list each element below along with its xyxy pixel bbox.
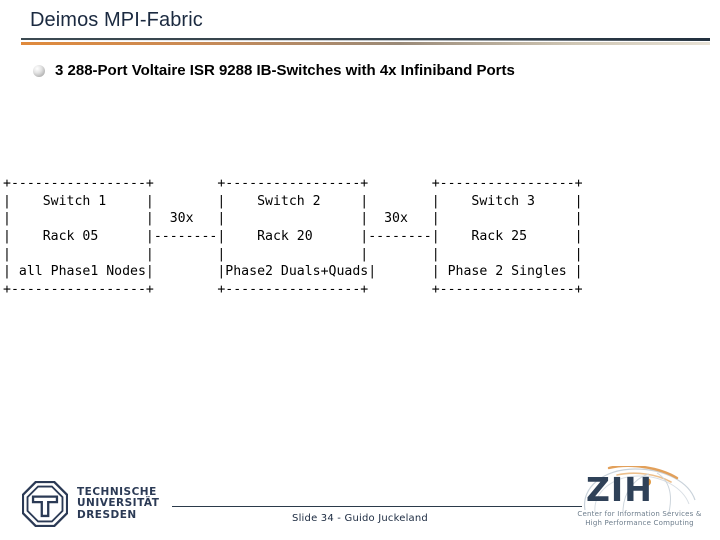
- zih-logo: ZIH Center for Information Services & Hi…: [573, 466, 705, 532]
- sphere-bullet-icon: [33, 65, 45, 77]
- zih-tagline-line-2: High Performance Computing: [585, 519, 694, 527]
- tu-dresden-wordmark: TECHNISCHE UNIVERSITÄT DRESDEN: [77, 485, 160, 522]
- title-divider: [21, 38, 710, 46]
- bullet-list-item: 3 288-Port Voltaire ISR 9288 IB-Switches…: [33, 62, 515, 80]
- page-title: Deimos MPI-Fabric: [30, 9, 203, 31]
- zih-tagline-line-1: Center for Information Services &: [577, 510, 702, 518]
- zih-swoosh-icon: [583, 466, 696, 513]
- title-divider-navy-shadow: [21, 40, 710, 41]
- footer-slide-credit: Slide 34 - Guido Juckeland: [292, 513, 428, 524]
- mpi-fabric-ascii-diagram: +-----------------+ +-----------------+ …: [3, 176, 583, 297]
- tud-line-3: DRESDEN: [77, 508, 137, 521]
- tu-dresden-logo: TECHNISCHE UNIVERSITÄT DRESDEN: [22, 481, 159, 527]
- bullet-item-label: 3 288-Port Voltaire ISR 9288 IB-Switches…: [55, 62, 515, 79]
- title-divider-orange-line: [21, 42, 710, 45]
- title-divider-navy-line: [21, 38, 710, 40]
- zih-tagline: Center for Information Services & High P…: [574, 510, 705, 528]
- zih-wordmark: ZIH: [586, 470, 653, 509]
- tud-line-1: TECHNISCHE: [77, 485, 157, 498]
- tu-dresden-octagon-icon: [22, 481, 68, 527]
- footer-divider: [172, 506, 582, 507]
- tud-line-2: UNIVERSITÄT: [77, 497, 160, 510]
